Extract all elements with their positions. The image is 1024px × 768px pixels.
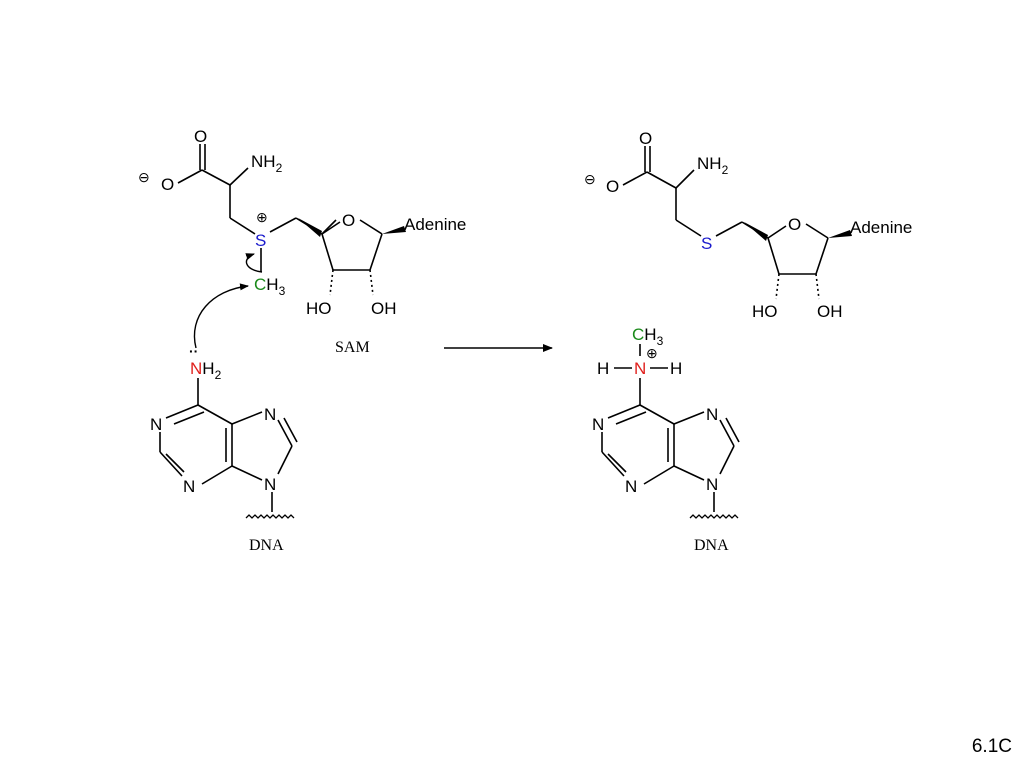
sah-carbonyl-oxygen: O xyxy=(639,129,652,148)
adenine-right-n3: N xyxy=(625,477,637,496)
sam-carbonyl-oxygen: O xyxy=(194,127,207,146)
sam-ring-o-left xyxy=(321,221,341,235)
sah-wedge-c1 xyxy=(828,230,852,238)
dna-left-backbone xyxy=(245,514,295,519)
sam-methyl: CH3 xyxy=(254,275,286,298)
sam-hydroxyl-left: HO xyxy=(306,299,332,318)
sam-minus-charge: ⊖ xyxy=(138,169,150,185)
dna-left-label: DNA xyxy=(249,537,284,554)
sam-ring-oxygen: O xyxy=(342,211,355,230)
adenine-left-n3: N xyxy=(183,477,195,496)
adenine-right-h-left: H xyxy=(597,359,609,378)
adenine-right-n1: N xyxy=(592,415,604,434)
sam-adenine-label: Adenine xyxy=(404,215,466,234)
sam-wedge-c1 xyxy=(382,226,406,234)
adenine-right-h-right: H xyxy=(670,359,682,378)
sam-plus-charge: ⊕ xyxy=(256,209,268,225)
sam-name-label: SAM xyxy=(335,339,370,356)
sah-minus-charge: ⊖ xyxy=(584,171,596,187)
sah-wedge-c4 xyxy=(744,222,768,241)
sah-sulfur: S xyxy=(701,234,712,253)
sah-hydroxyl-left: HO xyxy=(752,302,778,321)
slide-number: 6.1C xyxy=(971,736,1012,757)
adenine-left-n1: N xyxy=(150,415,162,434)
adenine-right-n-center: N xyxy=(634,359,646,378)
adenine-left-bonds xyxy=(159,378,298,512)
sam-sulfur: S xyxy=(255,231,266,250)
adenine-right-bonds xyxy=(601,344,740,512)
adenine-left-amine: NH2 xyxy=(190,359,222,382)
sam-carboxylate-oxygen: O xyxy=(161,175,174,194)
curved-arrow-s-methyl xyxy=(245,253,263,273)
dna-right-label: DNA xyxy=(694,537,729,554)
sah-ring-oxygen: O xyxy=(788,215,801,234)
sah-carboxylate-oxygen: O xyxy=(606,177,619,196)
sam-molecule xyxy=(177,144,383,296)
sam-amine: NH2 xyxy=(251,152,283,175)
dna-right-backbone xyxy=(689,514,739,519)
sam-wedge-c4 xyxy=(298,218,322,237)
adenine-right-n7: N xyxy=(706,405,718,424)
sah-amine: NH2 xyxy=(697,154,729,177)
adenine-left-n9: N xyxy=(264,475,276,494)
adenine-right-n9: N xyxy=(706,475,718,494)
sah-adenine-label: Adenine xyxy=(850,218,912,237)
adenine-left-lone-pair: ·· xyxy=(189,343,198,359)
curved-arrow-nucleophile xyxy=(193,283,249,349)
adenine-right-methyl: CH3 xyxy=(632,325,664,348)
adenine-left-n7: N xyxy=(264,405,276,424)
adenine-right-plus-charge: ⊕ xyxy=(646,345,658,361)
sam-hydroxyl-right: OH xyxy=(371,299,397,318)
sah-hydroxyl-right: OH xyxy=(817,302,843,321)
